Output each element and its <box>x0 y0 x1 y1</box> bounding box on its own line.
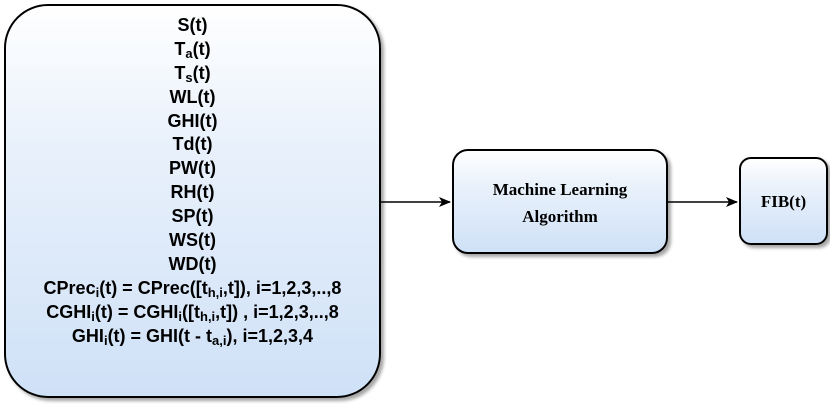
output-label: FIB(t) <box>760 192 807 211</box>
input-ghi-lagged: GHIi(t) = GHI(t - ta,i), i=1,2,3,4 <box>71 325 314 348</box>
input-ts: Ts(t) <box>174 62 211 85</box>
input-s: S(t) <box>177 15 208 35</box>
input-cprec: CPreci(t) = CPrec([th,i,t]), i=1,2,3,..,… <box>43 277 342 300</box>
machine-learning-algorithm-box: Machine Learning Algorithm <box>452 149 668 254</box>
input-ws: WS(t) <box>169 230 216 251</box>
input-wd: WD(t) <box>168 253 217 274</box>
input-td: Td(t) <box>172 134 213 155</box>
input-ghi: GHI(t) <box>167 110 218 131</box>
input-sp: SP(t) <box>171 206 214 227</box>
input-rh: RH(t) <box>170 182 215 203</box>
model-label-line2: Algorithm <box>522 207 598 226</box>
input-ta: Ta(t) <box>174 38 211 61</box>
input-wl: WL(t) <box>169 86 216 107</box>
model-label: Machine Learning Algorithm <box>454 176 666 230</box>
input-cghi: CGHIi(t) = CGHIi([th,i,t]) , i=1,2,3,..,… <box>46 301 339 324</box>
input-pw: PW(t) <box>169 158 216 179</box>
inputs-box: S(t) Ta(t) Ts(t) WL(t) GHI(t) Td(t) PW(t… <box>4 4 381 398</box>
output-box: FIB(t) <box>739 157 828 245</box>
input-variables-list: S(t) Ta(t) Ts(t) WL(t) GHI(t) Td(t) PW(t… <box>6 14 379 348</box>
model-label-line1: Machine Learning <box>492 180 628 199</box>
